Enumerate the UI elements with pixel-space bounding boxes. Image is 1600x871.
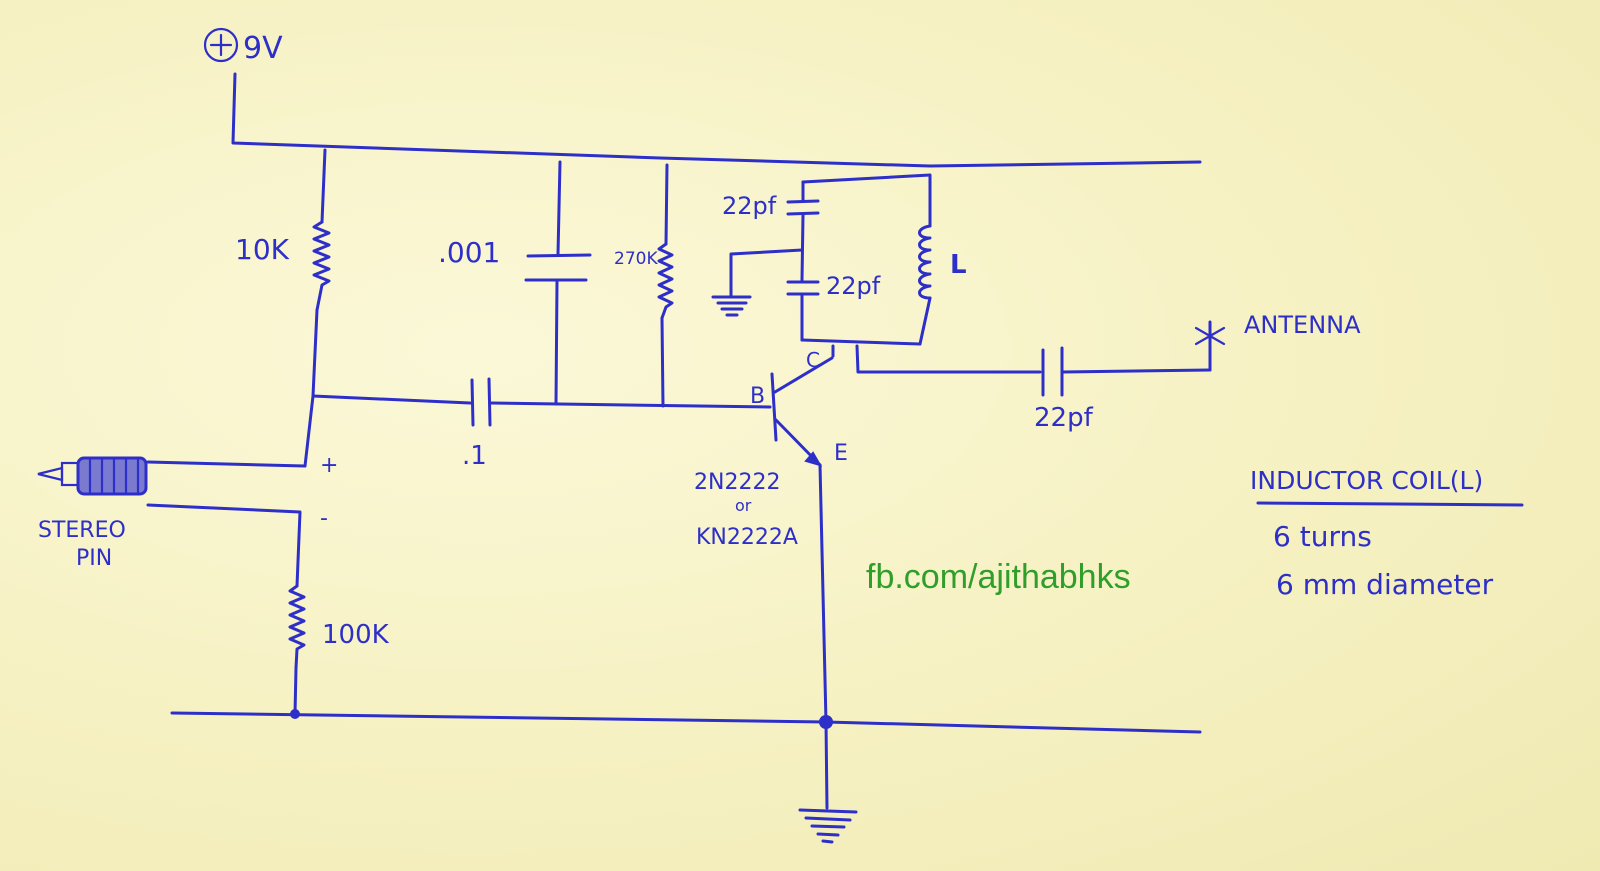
emitter-wire xyxy=(818,463,828,724)
transistor-emitter-label: E xyxy=(834,441,848,466)
capacitor-output xyxy=(1041,346,1212,397)
stereo-pin-plug-icon xyxy=(37,456,148,496)
ground-node-left xyxy=(290,709,300,719)
resistor-100k xyxy=(288,584,306,716)
stereo-pin-label-line1: STEREO xyxy=(38,518,126,543)
antenna-symbol xyxy=(1194,320,1226,372)
capacitor-input xyxy=(470,377,492,427)
capacitor-bypass-label: .001 xyxy=(438,236,500,269)
stereo-minus-label: - xyxy=(320,506,328,531)
resistor-270k-label: 270K xyxy=(614,249,658,269)
transistor-part-primary: 2N2222 xyxy=(694,470,780,495)
resistor-100k-label: 100K xyxy=(322,620,390,650)
transistor-part-or: or xyxy=(735,496,752,515)
coil-note-title: INDUCTOR COIL(L) xyxy=(1250,466,1483,495)
resistor-270k xyxy=(657,163,674,408)
main-ground-symbol xyxy=(798,808,858,844)
coil-note-diameter: 6 mm diameter xyxy=(1276,568,1494,601)
resistor-10k xyxy=(311,148,331,398)
positive-rail xyxy=(231,72,1202,168)
transistor-collector-label: C xyxy=(806,348,820,372)
ground-drop xyxy=(824,720,829,810)
inductor-coil xyxy=(918,224,932,346)
watermark-text: fb.com/ajithabhks xyxy=(866,558,1131,596)
capacitor-tank-bottom-label: 22pf xyxy=(826,272,881,300)
supply-label: 9V xyxy=(243,31,283,66)
wire-input-cap-left xyxy=(311,394,472,405)
collector-to-output-wire xyxy=(855,344,1042,374)
coil-note-underline xyxy=(1256,501,1524,507)
inductor-label: L xyxy=(950,250,967,280)
coil-note: INDUCTOR COIL(L) 6 turns 6 mm diameter xyxy=(1250,466,1524,601)
antenna-label: ANTENNA xyxy=(1244,311,1361,339)
ground-rail xyxy=(170,711,1202,734)
supply-terminal: 9V xyxy=(203,27,283,66)
transistor-part-alt: KN2222A xyxy=(696,525,798,550)
wire-r1-to-input xyxy=(303,394,315,468)
capacitor-tank-top-label: 22pf xyxy=(722,192,777,220)
resistor-10k-label: 10K xyxy=(235,233,290,266)
capacitor-bypass xyxy=(524,160,592,406)
stereo-minus-wire xyxy=(146,503,302,588)
tank-ground-symbol xyxy=(711,295,752,317)
stereo-pin-label-line2: PIN xyxy=(76,546,112,571)
stereo-plus-label: + xyxy=(320,453,338,478)
stereo-plus-wire xyxy=(146,460,307,468)
transistor-base-label: B xyxy=(750,384,765,409)
capacitor-input-label: .1 xyxy=(462,441,487,471)
npn-transistor xyxy=(770,356,834,467)
capacitor-output-label: 22pf xyxy=(1034,403,1094,433)
base-line xyxy=(489,401,772,409)
coil-note-turns: 6 turns xyxy=(1273,520,1372,553)
tank-circuit xyxy=(729,173,932,346)
